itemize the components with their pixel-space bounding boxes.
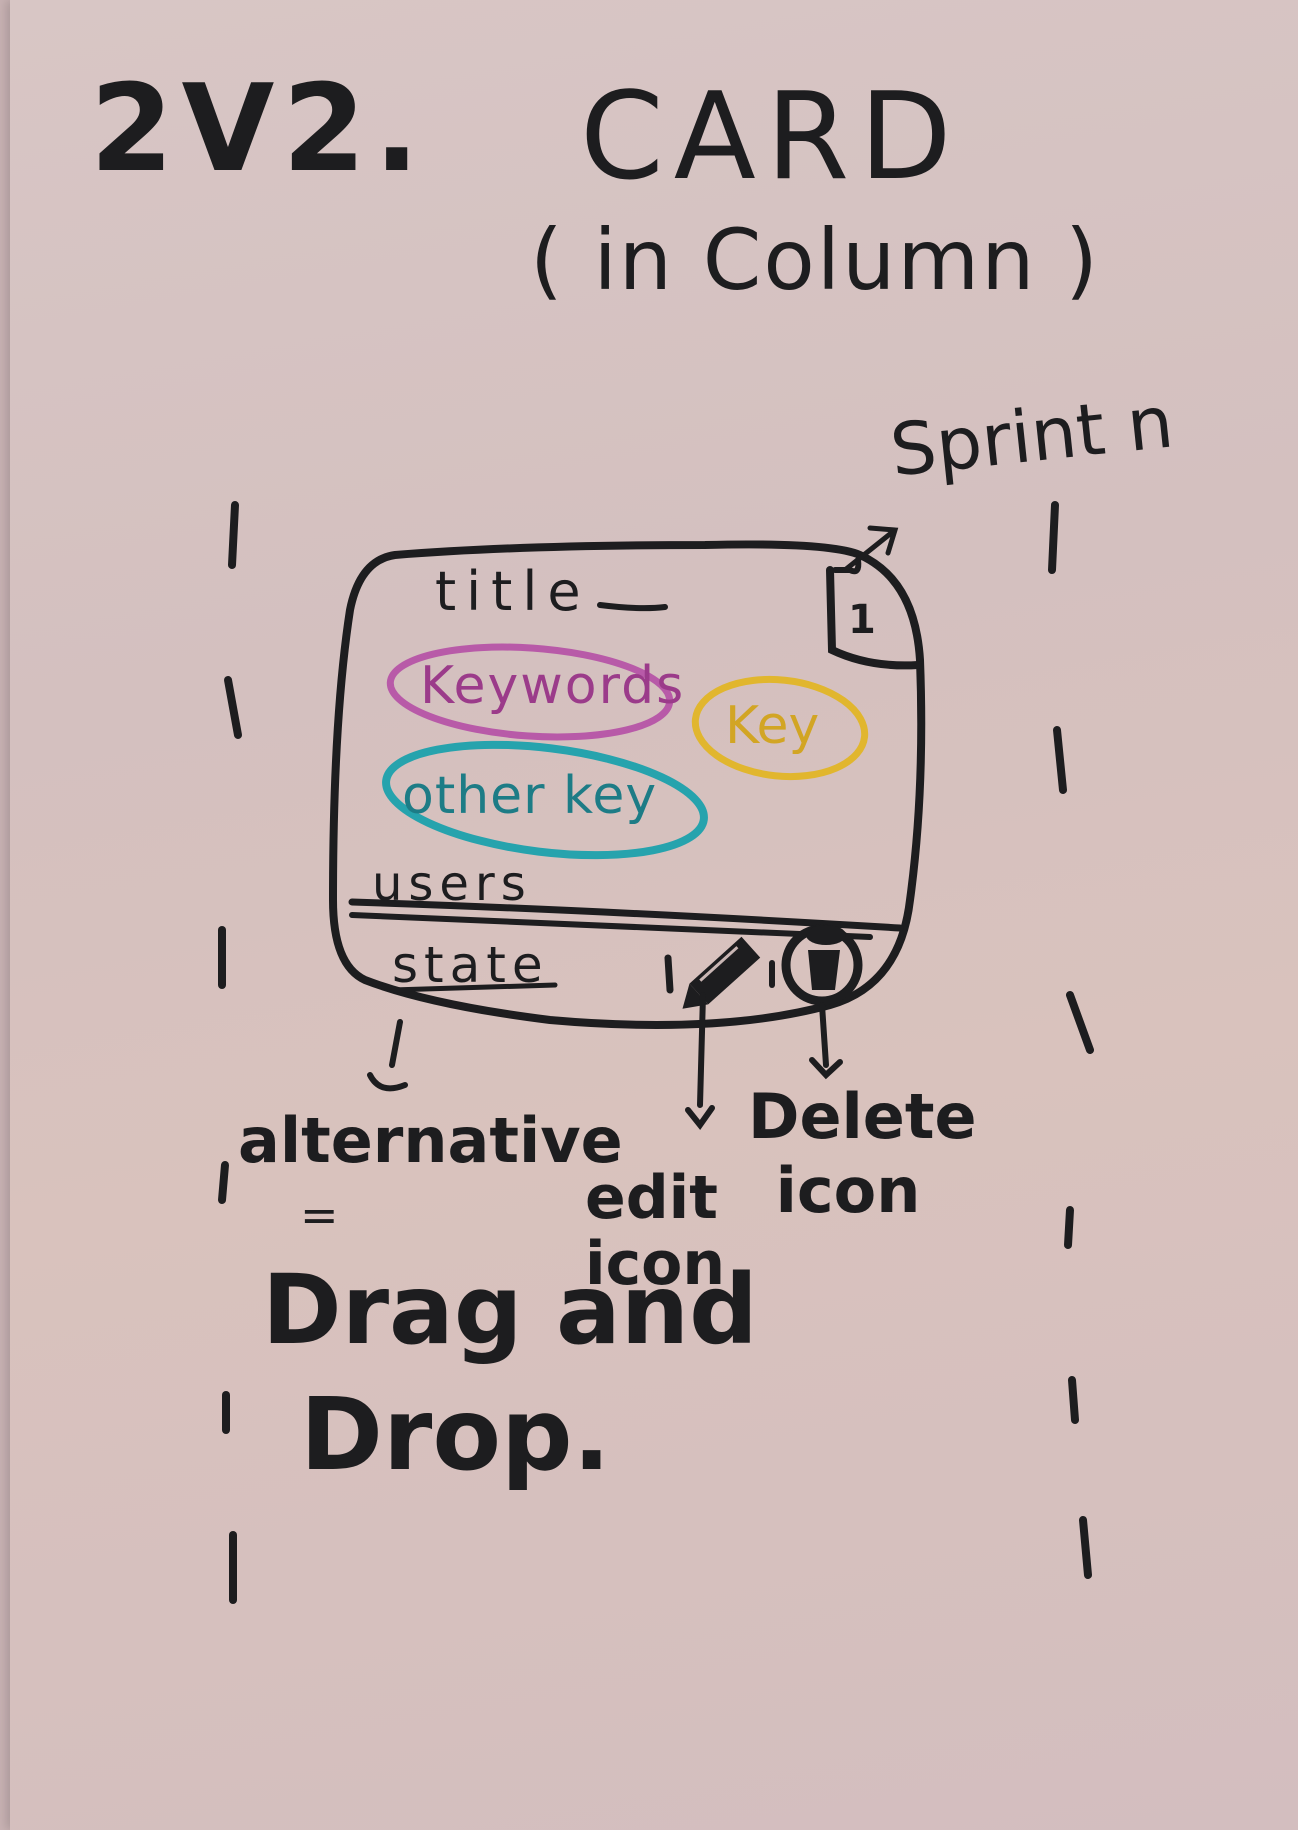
users-divider: [348, 898, 904, 932]
alternative-note: alternative: [238, 1104, 623, 1177]
keyword-oval-yellow: [691, 675, 869, 781]
column-boundary-left: [218, 501, 242, 1604]
title-underline: [597, 602, 668, 612]
alternative-arrow: [367, 1019, 408, 1092]
keyword-tag: Keywords: [420, 656, 686, 716]
sprint-number: 1: [848, 597, 876, 643]
keyword-oval-pink: [386, 643, 674, 741]
delete-icon-pointer: [809, 1002, 843, 1080]
column-boundary-right: [1048, 501, 1094, 1579]
keyword-tag: Key: [725, 696, 820, 756]
column-context-label: ( in Column ): [530, 211, 1100, 309]
drop-note: Drop.: [300, 1376, 611, 1493]
edit-icon-note: edit icon: [585, 1163, 726, 1299]
state-underline: [389, 982, 558, 993]
trash-icon: [781, 924, 863, 1006]
pencil-icon: [682, 936, 761, 1009]
card-users-label: users: [372, 856, 532, 912]
keyword-tag: other key: [402, 766, 658, 826]
card-heading: CARD: [580, 68, 962, 207]
card-title-label: title: [435, 560, 591, 623]
delete-icon-note: Delete icon: [748, 1080, 977, 1228]
drag-and-note: Drag and: [262, 1254, 758, 1366]
version-label: 2V2.: [90, 60, 428, 199]
edit-icon-pointer: [685, 992, 715, 1130]
sprint-corner-box: [826, 566, 922, 670]
keyword-oval-teal: [382, 740, 708, 860]
sprint-pointer-arrow: [842, 525, 899, 573]
equals-sign: =: [300, 1188, 339, 1242]
card-state-label: state: [392, 936, 549, 994]
